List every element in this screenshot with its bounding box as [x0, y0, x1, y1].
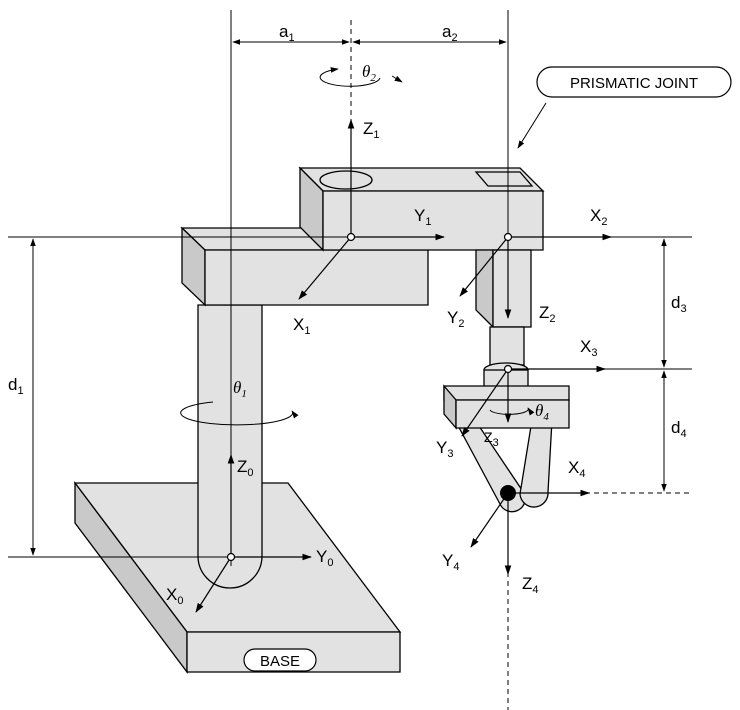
- theta1-rotation-arrow: [180, 401, 299, 426]
- label-y0: Y0: [316, 547, 333, 569]
- prismatic-joint-label: PRISMATIC JOINT: [570, 75, 698, 92]
- theta4-rotation-arrow: [489, 407, 535, 416]
- base-label: BASE: [260, 653, 300, 670]
- frame-2: [459, 232, 612, 319]
- label-z4: Z4: [522, 574, 539, 596]
- base-callout: BASE: [243, 648, 317, 672]
- prismatic-joint-callout: PRISMATIC JOINT: [517, 66, 732, 149]
- label-x4: X4: [568, 458, 585, 480]
- frame-4: [470, 489, 590, 575]
- arm-2: [298, 166, 545, 252]
- label-d3: d3: [671, 293, 687, 315]
- label-x0: X0: [166, 585, 183, 607]
- label-z3: Z3: [484, 429, 499, 449]
- label-x2: X2: [590, 206, 607, 228]
- base-column: [197, 304, 263, 589]
- prismatic-shaft: [475, 249, 532, 366]
- label-theta2: θ2: [362, 62, 376, 84]
- label-a1: a1: [279, 22, 295, 44]
- label-y3: Y3: [436, 438, 453, 460]
- label-theta1: θ1: [233, 378, 247, 400]
- theta2-rotation-arrow: [319, 67, 381, 87]
- labels: a1 a2 θ2 θ1 θ4 d1 d3 d4 Z0 Y0 X0 Z1 Y1 X…: [8, 22, 687, 607]
- gripper: [443, 362, 570, 513]
- label-z0: Z0: [237, 457, 254, 479]
- dimensions: [30, 39, 667, 556]
- label-theta4: θ4: [535, 401, 549, 423]
- label-y4: Y4: [442, 551, 459, 573]
- frame-3: [461, 364, 606, 437]
- label-x3: X3: [580, 337, 597, 359]
- label-d1: d1: [8, 375, 24, 397]
- label-x1: X1: [293, 315, 310, 337]
- joint-2-cap: [319, 170, 373, 190]
- label-a2: a2: [442, 22, 458, 44]
- frame-1: [298, 119, 445, 300]
- rotation-arrows: [180, 67, 535, 426]
- label-z2: Z2: [539, 303, 556, 325]
- label-y2: Y2: [447, 308, 464, 330]
- label-y1: Y1: [414, 206, 431, 228]
- frame-0: [195, 454, 312, 613]
- label-d4: d4: [671, 418, 687, 440]
- label-z1: Z1: [363, 119, 380, 141]
- prismatic-joint-hatch: [474, 171, 534, 187]
